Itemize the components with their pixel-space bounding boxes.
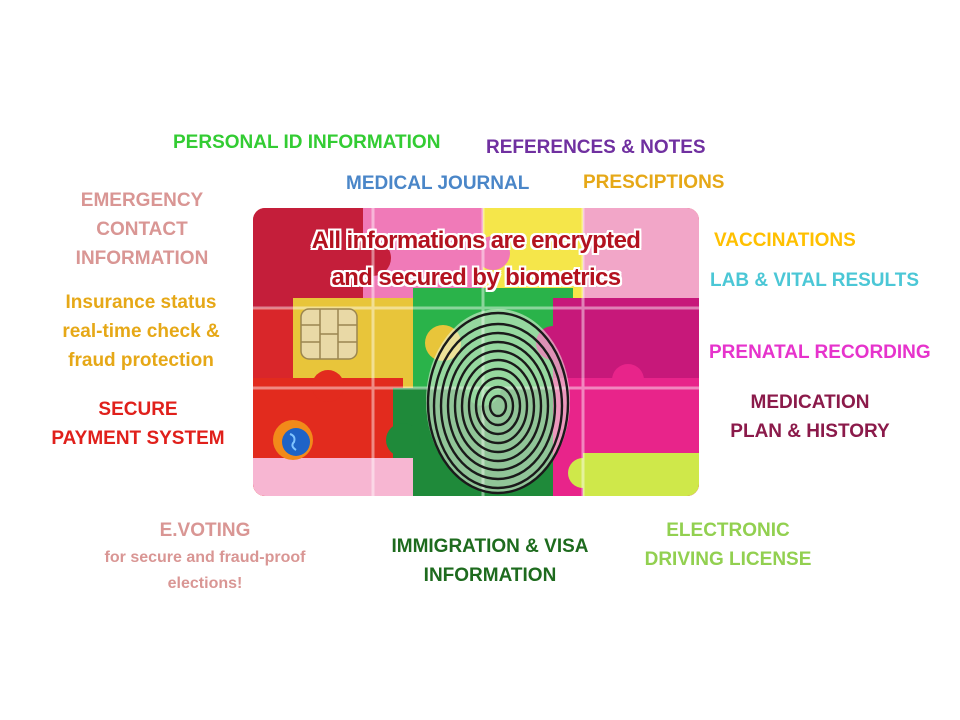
label-line: INFORMATION bbox=[423, 565, 557, 586]
label-line: VACCINATIONS bbox=[714, 230, 856, 251]
label-line: fraud protection bbox=[68, 350, 214, 371]
label-line: E.VOTING bbox=[159, 520, 251, 541]
label-line: LAB & VITAL RESULTS bbox=[710, 270, 919, 291]
label-subline: for secure and fraud-proof bbox=[104, 549, 306, 566]
label-line: MEDICAL JOURNAL bbox=[346, 173, 530, 194]
label-medical-journal: MEDICAL JOURNAL bbox=[346, 169, 529, 198]
label-line: real-time check & bbox=[62, 321, 220, 342]
label-line: INFORMATION bbox=[75, 248, 209, 269]
label-immigration-visa: IMMIGRATION & VISA INFORMATION bbox=[372, 532, 608, 590]
label-line: ELECTRONIC bbox=[666, 520, 790, 541]
label-line: PRENATAL RECORDING bbox=[709, 342, 931, 363]
card-headline: All informations are encrypted and secur… bbox=[253, 222, 699, 296]
label-line: DRIVING LICENSE bbox=[644, 549, 812, 570]
label-line: Insurance status bbox=[65, 292, 217, 313]
smart-chip-icon bbox=[300, 308, 358, 360]
label-line: EMERGENCY bbox=[80, 190, 204, 211]
label-line: PRESCIPTIONS bbox=[583, 172, 725, 193]
label-lab-vital-results: LAB & VITAL RESULTS bbox=[710, 266, 919, 295]
label-medication-plan: MEDICATION PLAN & HISTORY bbox=[720, 388, 900, 446]
label-subline: elections! bbox=[167, 575, 243, 592]
card-headline-line: All informations are encrypted bbox=[311, 227, 641, 254]
label-line: REFERENCES & NOTES bbox=[486, 137, 706, 158]
smart-health-card: All informations are encrypted and secur… bbox=[253, 208, 699, 496]
label-vaccinations: VACCINATIONS bbox=[714, 226, 856, 255]
label-line: MEDICATION bbox=[750, 392, 870, 413]
label-evoting: E.VOTING for secure and fraud-proof elec… bbox=[82, 516, 328, 597]
label-prescriptions: PRESCIPTIONS bbox=[583, 168, 724, 197]
label-line: PLAN & HISTORY bbox=[730, 421, 890, 442]
label-personal-id: PERSONAL ID INFORMATION bbox=[173, 128, 440, 157]
label-references-notes: REFERENCES & NOTES bbox=[486, 133, 706, 162]
label-driving-license: ELECTRONIC DRIVING LICENSE bbox=[630, 516, 826, 574]
card-headline-line: and secured by biometrics bbox=[331, 264, 621, 291]
label-secure-payment: SECURE PAYMENT SYSTEM bbox=[40, 395, 236, 453]
label-line: PERSONAL ID INFORMATION bbox=[173, 132, 441, 153]
label-insurance-status: Insurance status real-time check & fraud… bbox=[48, 288, 234, 375]
label-line: PAYMENT SYSTEM bbox=[51, 428, 225, 449]
globe-logo-icon bbox=[273, 420, 313, 460]
label-prenatal-recording: PRENATAL RECORDING bbox=[709, 338, 931, 367]
label-line: SECURE bbox=[98, 399, 178, 420]
fingerprint-icon bbox=[426, 309, 570, 495]
label-line: CONTACT bbox=[96, 219, 188, 240]
label-line: IMMIGRATION & VISA bbox=[391, 536, 589, 557]
label-emergency-contact: EMERGENCY CONTACT INFORMATION bbox=[58, 186, 226, 273]
